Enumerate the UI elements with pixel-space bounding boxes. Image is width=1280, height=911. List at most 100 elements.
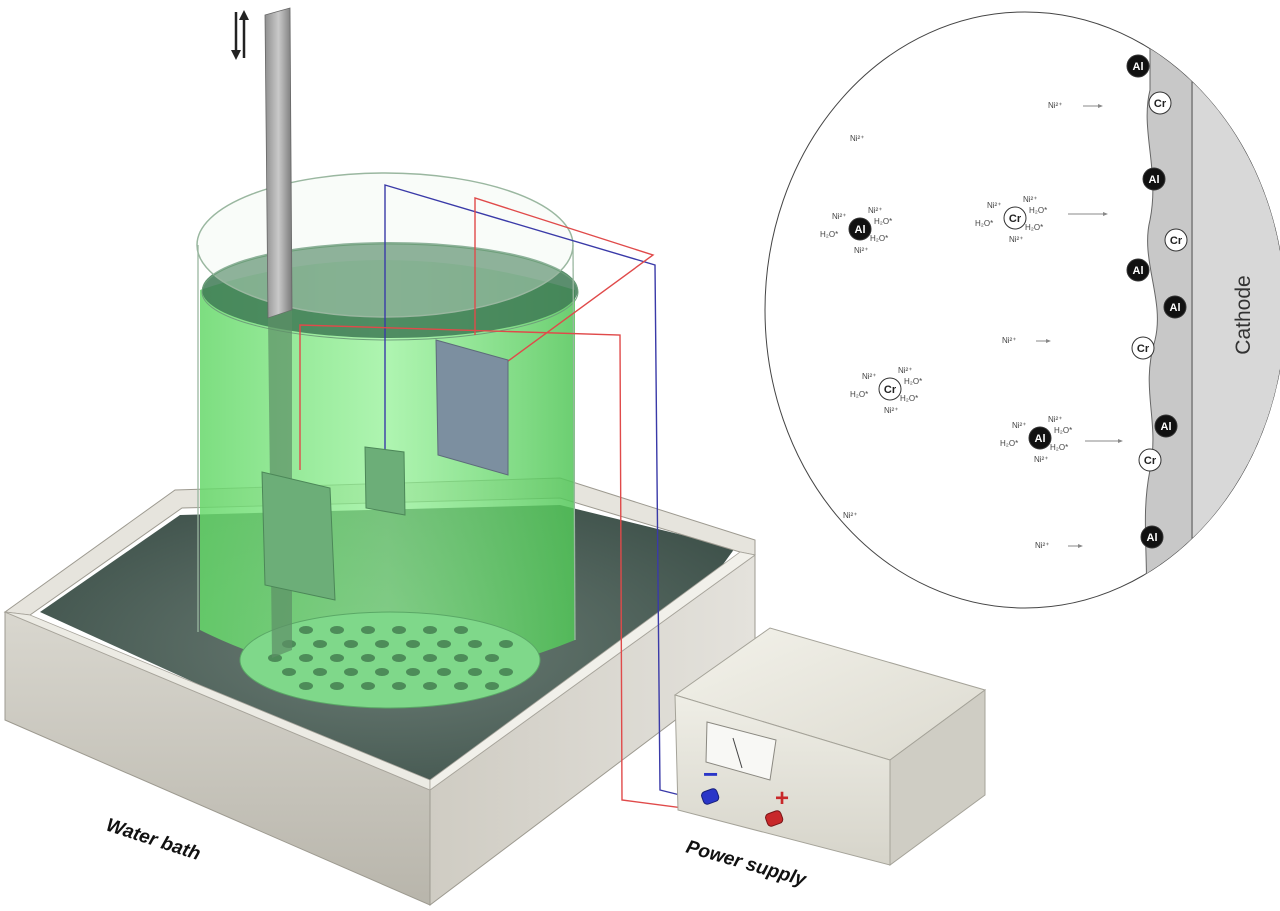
arrow-head <box>1103 212 1108 216</box>
plate-hole <box>423 626 437 634</box>
power-supply-side <box>889 689 986 866</box>
cr-atom: Cr <box>1131 336 1155 360</box>
plate-hole <box>499 668 513 676</box>
arrow-head <box>1046 339 1051 343</box>
plate-hole <box>406 640 420 648</box>
cr-label: Cr <box>1170 235 1183 247</box>
al-label: Al <box>1147 532 1158 544</box>
water-label: H₂O* <box>1000 439 1018 448</box>
al-atom: Al <box>1163 295 1187 319</box>
cr-label: Cr <box>1154 98 1167 110</box>
plate-hole <box>361 626 375 634</box>
water-label: H₂O* <box>820 230 838 239</box>
cr-atom: Cr <box>878 377 902 401</box>
plate-hole <box>392 682 406 690</box>
ion-label: Ni²⁺ <box>868 206 882 215</box>
ion-label: Ni²⁺ <box>1035 541 1049 550</box>
ion-label: Ni²⁺ <box>898 366 912 375</box>
minus-symbol: − <box>703 759 718 789</box>
ion-label: Ni²⁺ <box>862 372 876 381</box>
plate-hole <box>330 626 344 634</box>
vertical-motion-arrows-icon <box>231 10 249 60</box>
al-atom: Al <box>848 217 872 241</box>
plate-hole <box>454 682 468 690</box>
al-label: Al <box>1133 265 1144 277</box>
positive-terminal[interactable] <box>764 810 784 828</box>
plate-hole <box>375 640 389 648</box>
water-label: H₂O* <box>1029 206 1047 215</box>
al-atom: Al <box>1126 258 1150 282</box>
water-label: H₂O* <box>870 234 888 243</box>
water-label: H₂O* <box>850 390 868 399</box>
cr-atom: Cr <box>1003 206 1027 230</box>
ion-label: Ni²⁺ <box>1034 455 1048 464</box>
plate-hole <box>423 682 437 690</box>
plate-hole <box>423 654 437 662</box>
plate-hole <box>392 626 406 634</box>
plate-hole <box>499 640 513 648</box>
al-atom: Al <box>1142 167 1166 191</box>
plate-hole <box>313 668 327 676</box>
cr-label: Cr <box>1144 455 1157 467</box>
ion-label: Ni²⁺ <box>1009 235 1023 244</box>
ion-label: Ni²⁺ <box>1023 195 1037 204</box>
al-atom: Al <box>1154 414 1178 438</box>
cathode-wire <box>384 184 701 801</box>
water-label: H₂O* <box>900 394 918 403</box>
ion-label: Ni²⁺ <box>884 406 898 415</box>
ion-label: Ni²⁺ <box>1002 336 1016 345</box>
negative-terminal[interactable] <box>700 788 720 806</box>
al-atom: Al <box>1140 525 1164 549</box>
power-supply: − + <box>673 627 987 866</box>
al-label: Al <box>1035 433 1046 445</box>
plate-hole <box>299 654 313 662</box>
cathode-plate <box>364 446 406 516</box>
al-atom: Al <box>1028 426 1052 450</box>
sample-electrode <box>261 471 336 601</box>
cr-label: Cr <box>1137 343 1150 355</box>
holder-rod <box>264 7 293 319</box>
zoom-inset: Cathode AlCrAlCrAlAlCrAlCrAlAlNi²⁺Ni²⁺H₂… <box>764 11 1280 609</box>
ion-label: Ni²⁺ <box>832 212 846 221</box>
plate-hole <box>282 668 296 676</box>
cr-atom: Cr <box>1164 228 1188 252</box>
plate-hole <box>299 626 313 634</box>
plate-hole <box>406 668 420 676</box>
ion-label: Ni²⁺ <box>1012 421 1026 430</box>
plate-hole <box>330 682 344 690</box>
cr-atom: Cr <box>1138 448 1162 472</box>
al-label: Al <box>1161 421 1172 433</box>
plate-hole <box>437 640 451 648</box>
anode-wire-a <box>474 197 655 379</box>
arrow-head <box>1118 439 1123 443</box>
ion-label: Ni²⁺ <box>987 201 1001 210</box>
water-label: H₂O* <box>1054 426 1072 435</box>
plate-hole <box>361 682 375 690</box>
anode-plate <box>435 339 509 476</box>
plate-hole <box>344 640 358 648</box>
ion-label: Ni²⁺ <box>850 134 864 143</box>
plate-hole <box>468 640 482 648</box>
cr-label: Cr <box>884 384 897 396</box>
plate-hole <box>344 668 358 676</box>
al-label: Al <box>1170 302 1181 314</box>
cathode-label: Cathode <box>1232 275 1255 354</box>
al-label: Al <box>855 224 866 236</box>
arrow-head <box>1078 544 1083 548</box>
water-label: H₂O* <box>874 217 892 226</box>
plate-hole <box>485 682 499 690</box>
al-atom: Al <box>1126 54 1150 78</box>
water-label: H₂O* <box>1025 223 1043 232</box>
plate-holes <box>268 626 513 690</box>
al-label: Al <box>1133 61 1144 73</box>
arrow-head <box>1098 104 1103 108</box>
water-label: H₂O* <box>975 219 993 228</box>
anode-wire-b <box>299 324 776 821</box>
plus-symbol: + <box>775 785 789 812</box>
water-label: H₂O* <box>904 377 922 386</box>
plate-hole <box>454 654 468 662</box>
plate-hole <box>468 668 482 676</box>
ion-layer: AlCrAlCrAlAlCrAlCrAlAlNi²⁺Ni²⁺H₂O*H₂O*H₂… <box>820 54 1188 550</box>
